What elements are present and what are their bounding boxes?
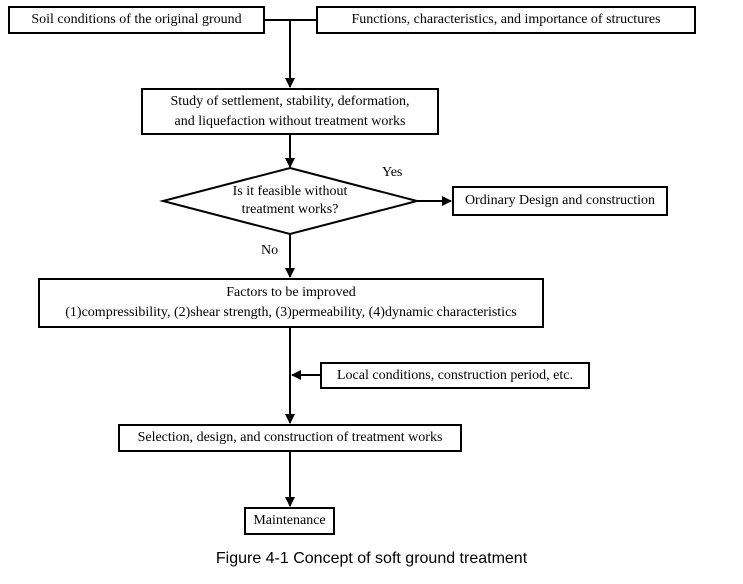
- node-factors: Factors to be improved (1)compressibilit…: [38, 278, 544, 328]
- decision-text-line2: treatment works?: [241, 202, 339, 217]
- node-factors-line1: Factors to be improved: [226, 285, 356, 300]
- node-factors-line2: (1)compressibility, (2)shear strength, (…: [65, 305, 517, 320]
- node-maintenance-text: Maintenance: [253, 513, 326, 528]
- decision-text-line1: Is it feasible without: [232, 184, 348, 199]
- node-selection-text: Selection, design, and construction of t…: [137, 430, 443, 445]
- figure-caption: Figure 4-1 Concept of soft ground treatm…: [215, 550, 528, 567]
- node-study-line2: and liquefaction without treatment works: [174, 113, 406, 129]
- node-ordinary-design: Ordinary Design and construction: [452, 186, 668, 216]
- node-local-conditions: Local conditions, construction period, e…: [320, 362, 590, 389]
- node-selection: Selection, design, and construction of t…: [118, 424, 462, 452]
- node-study-line1: Study of settlement, stability, deformat…: [170, 93, 410, 109]
- node-soil-conditions-text: Soil conditions of the original ground: [31, 12, 242, 27]
- decision-text: Is it feasible without treatment works?: [190, 183, 390, 219]
- node-ordinary-design-text: Ordinary Design and construction: [464, 193, 656, 208]
- node-maintenance: Maintenance: [244, 507, 335, 535]
- node-structures: Functions, characteristics, and importan…: [316, 6, 696, 34]
- edge-label-yes: Yes: [382, 165, 403, 180]
- edge-label-no: No: [261, 243, 279, 258]
- node-structures-text: Functions, characteristics, and importan…: [351, 12, 661, 27]
- node-soil-conditions: Soil conditions of the original ground: [8, 6, 265, 34]
- node-study: Study of settlement, stability, deformat…: [141, 88, 439, 135]
- node-local-conditions-text: Local conditions, construction period, e…: [337, 367, 573, 383]
